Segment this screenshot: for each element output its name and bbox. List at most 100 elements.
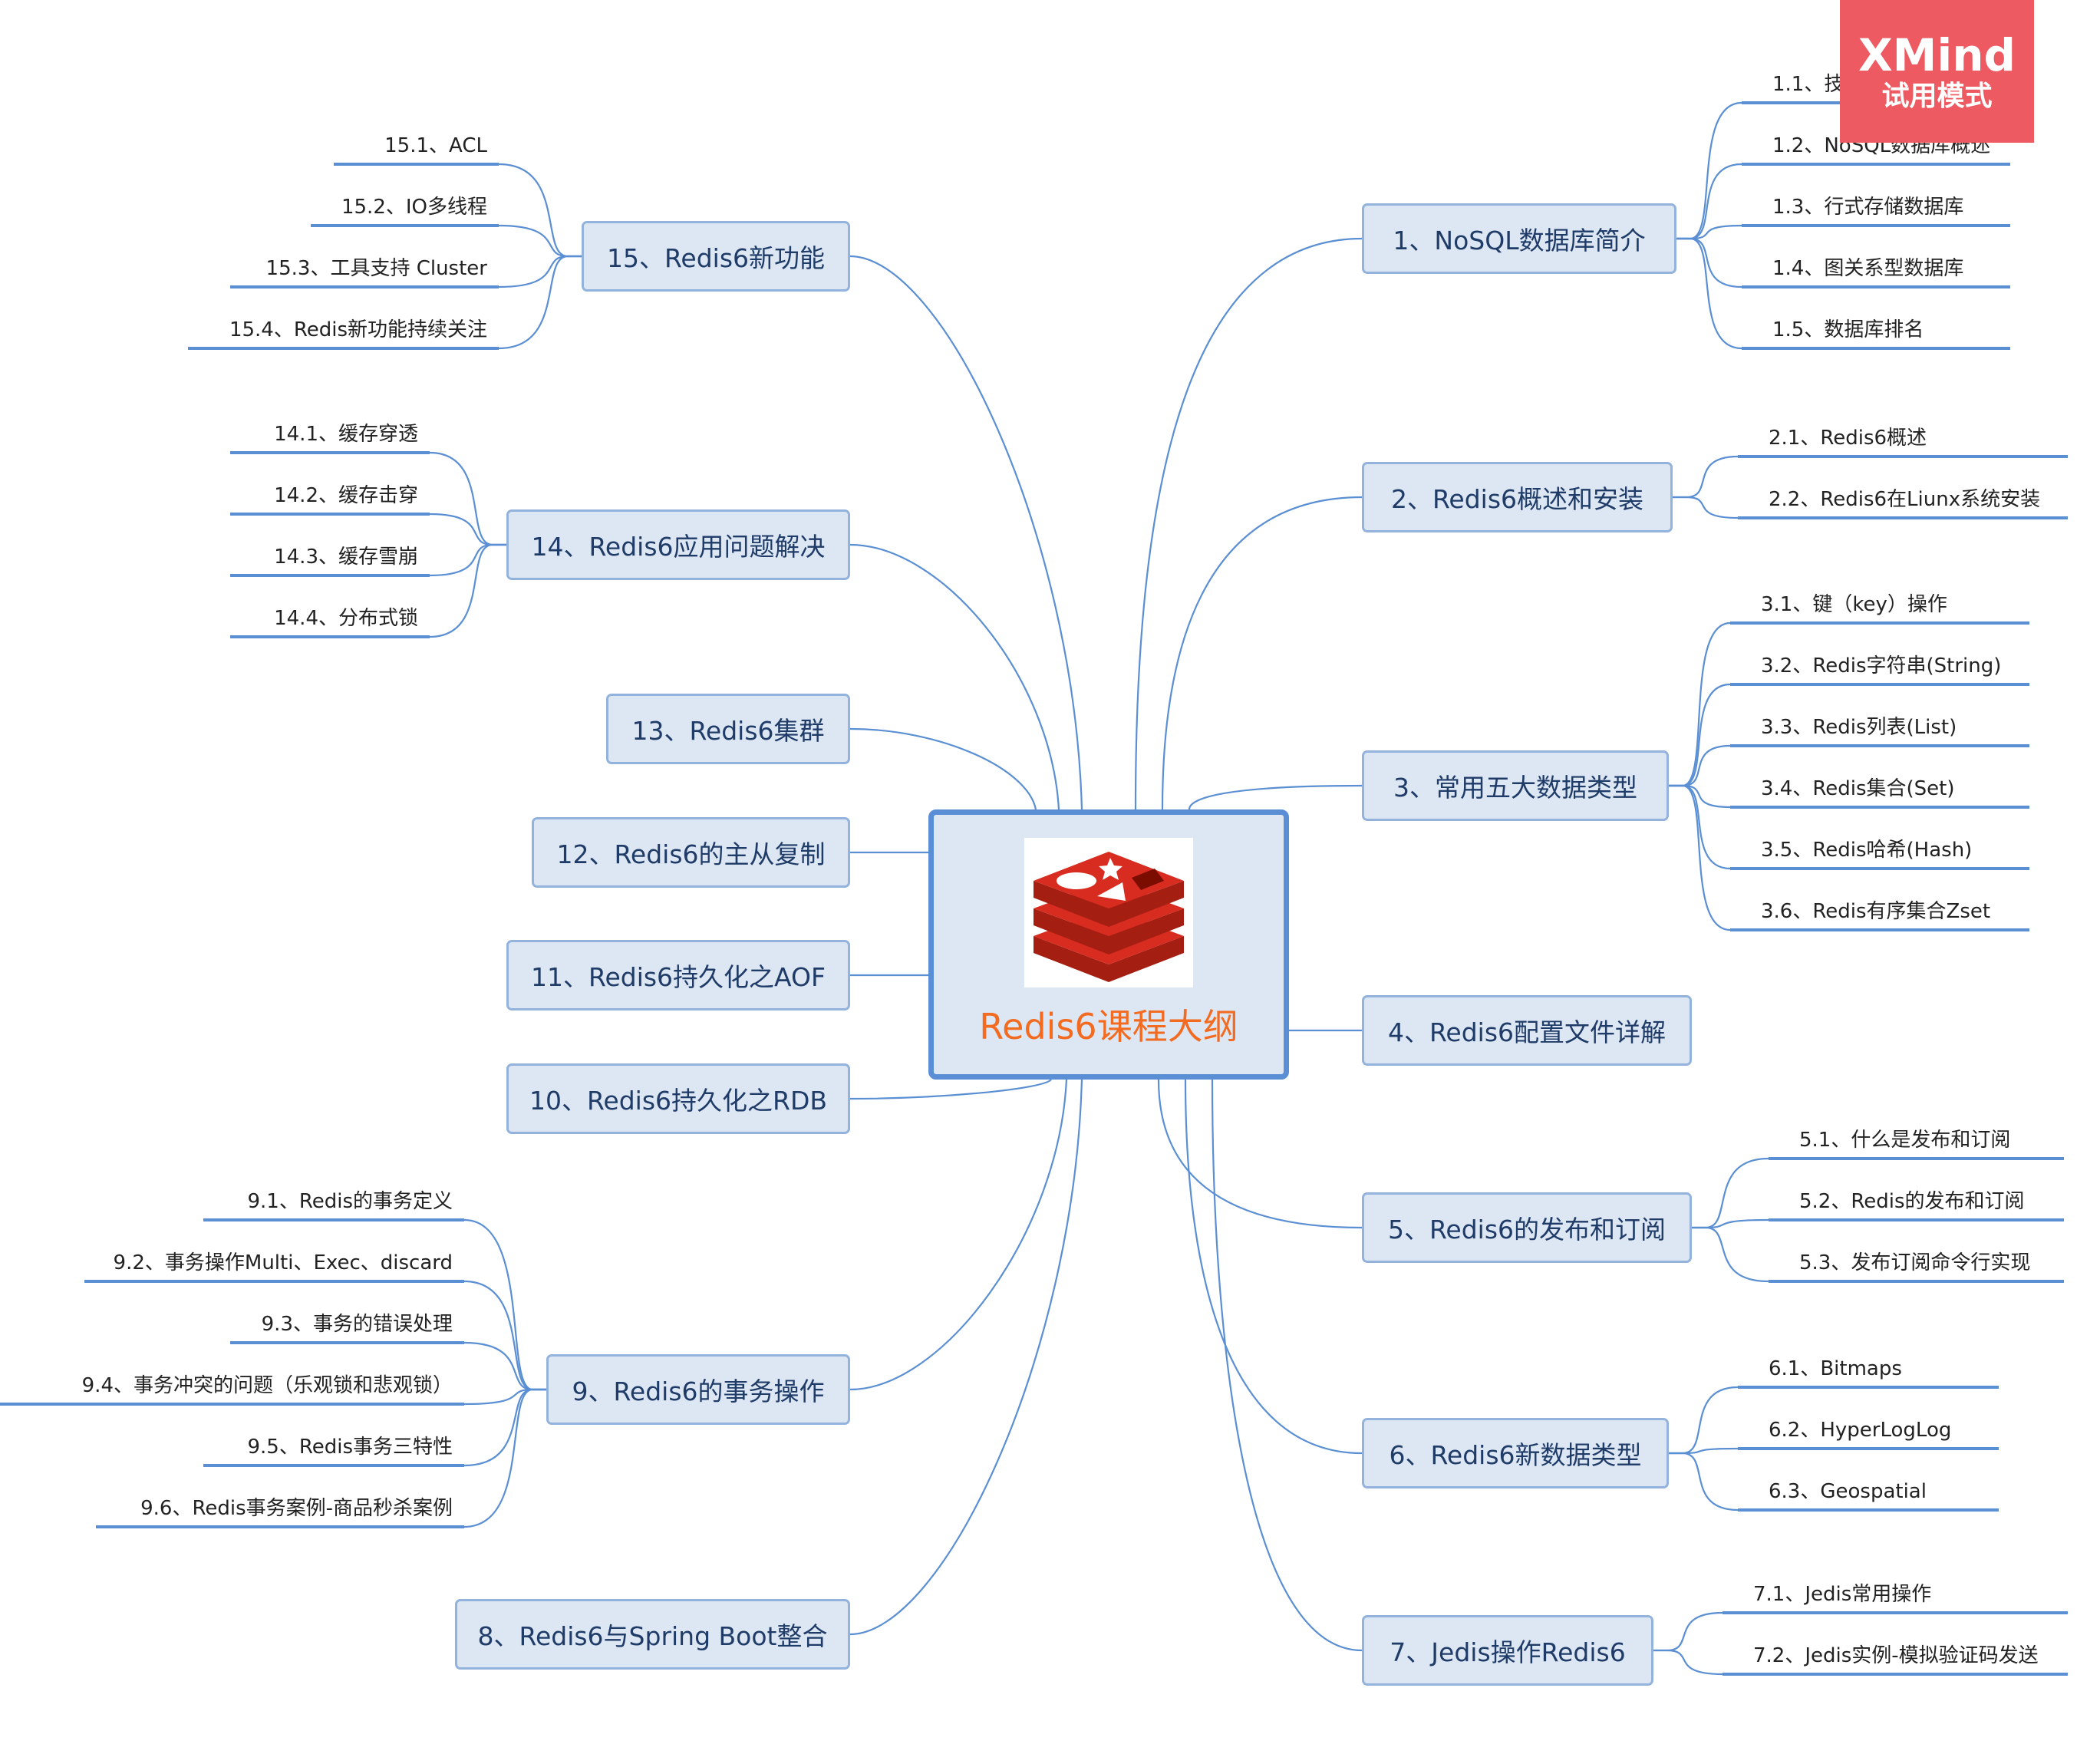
- connector-line: [429, 451, 506, 546]
- branch-topic-label: 6、Redis6新数据类型: [1389, 1440, 1642, 1470]
- branch-topic-label: 5、Redis6的发布和订阅: [1387, 1215, 1666, 1245]
- central-topic-title: Redis6课程大纲: [979, 1006, 1238, 1047]
- connector-line: [1676, 224, 1742, 240]
- subtopic-item[interactable]: 6.2、HyperLogLog: [1769, 1419, 1952, 1442]
- subtopic-item[interactable]: 9.1、Redis的事务定义: [247, 1190, 453, 1213]
- subtopic-item[interactable]: 14.1、缓存穿透: [274, 423, 418, 446]
- subtopic-item[interactable]: 9.4、事务冲突的问题（乐观锁和悲观锁）: [81, 1374, 453, 1397]
- branch-topic[interactable]: 3、常用五大数据类型: [1362, 750, 1669, 821]
- connector-line: [1669, 1386, 1739, 1455]
- subtopic-item[interactable]: 2.1、Redis6概述: [1769, 427, 1927, 450]
- subtopic-item[interactable]: 9.3、事务的错误处理: [261, 1313, 453, 1336]
- connector-line: [498, 224, 582, 258]
- connector-line: [849, 727, 1037, 810]
- branch-topic-label: 14、Redis6应用问题解决: [531, 532, 826, 562]
- branch-topic-label: 13、Redis6集群: [631, 716, 825, 746]
- subtopic-item[interactable]: 9.5、Redis事务三特性: [247, 1436, 453, 1459]
- branch-topic[interactable]: 9、Redis6的事务操作: [546, 1354, 850, 1425]
- branch-topic-label: 9、Redis6的事务操作: [572, 1376, 825, 1406]
- connector-line: [463, 1218, 546, 1391]
- connector-line: [1157, 1079, 1363, 1229]
- branch-topic[interactable]: 12、Redis6的主从复制: [532, 817, 850, 888]
- branch-topic[interactable]: 5、Redis6的发布和订阅: [1362, 1192, 1692, 1263]
- subtopic-item[interactable]: 3.5、Redis哈希(Hash): [1761, 839, 1973, 862]
- branch-topic[interactable]: 2、Redis6概述和安装: [1362, 462, 1673, 532]
- subtopic-item[interactable]: 5.3、发布订阅命令行实现: [1799, 1251, 2031, 1274]
- subtopic-item[interactable]: 5.2、Redis的发布和订阅: [1799, 1190, 2025, 1213]
- xmind-brand-text: XMind: [1858, 29, 2016, 81]
- xmind-mode-text: 试用模式: [1881, 81, 1993, 112]
- branch-topic-label: 11、Redis6持久化之AOF: [531, 962, 826, 992]
- connector-line: [1676, 163, 1742, 240]
- branch-topic[interactable]: 10、Redis6持久化之RDB: [506, 1063, 850, 1134]
- connector-line: [498, 163, 582, 258]
- branch-topic-label: 10、Redis6持久化之RDB: [529, 1086, 828, 1116]
- subtopic-item[interactable]: 15.2、IO多线程: [341, 196, 487, 219]
- branch-topic[interactable]: 6、Redis6新数据类型: [1362, 1418, 1669, 1488]
- subtopic-item[interactable]: 1.4、图关系型数据库: [1772, 257, 1964, 280]
- connector-line: [1692, 1157, 1769, 1229]
- subtopic-item[interactable]: 15.3、工具支持 Cluster: [265, 257, 487, 280]
- branch-topic-label: 2、Redis6概述和安装: [1390, 484, 1644, 514]
- connector-line: [463, 1388, 546, 1528]
- branch-topic-label: 15、Redis6新功能: [606, 243, 826, 273]
- connector-line: [463, 1341, 546, 1391]
- xmind-trial-watermark: XMind 试用模式: [1840, 0, 2034, 143]
- subtopic-item[interactable]: 1.3、行式存储数据库: [1772, 196, 1964, 219]
- connector-line: [498, 255, 582, 288]
- branch-topic[interactable]: 1、NoSQL数据库简介: [1362, 203, 1676, 274]
- connector-line: [1669, 784, 1731, 809]
- subtopic-item[interactable]: 7.1、Jedis常用操作: [1753, 1583, 1932, 1606]
- branch-topic-label: 1、NoSQL数据库简介: [1393, 226, 1646, 256]
- connector-line: [429, 543, 506, 638]
- subtopic-item[interactable]: 3.3、Redis列表(List): [1761, 716, 1957, 739]
- subtopic-item[interactable]: 9.2、事务操作Multi、Exec、discard: [113, 1251, 453, 1274]
- branch-topic[interactable]: 14、Redis6应用问题解决: [506, 509, 850, 580]
- connector-line: [1669, 744, 1731, 787]
- subtopic-item[interactable]: 3.4、Redis集合(Set): [1761, 777, 1955, 800]
- connector-line: [1653, 1611, 1723, 1652]
- connector-line: [849, 1079, 1052, 1100]
- subtopic-item[interactable]: 14.3、缓存雪崩: [274, 546, 418, 569]
- subtopic-item[interactable]: 7.2、Jedis实例-模拟验证码发送: [1753, 1644, 2039, 1667]
- connector-line: [429, 543, 506, 577]
- subtopic-item[interactable]: 14.2、缓存击穿: [274, 484, 418, 507]
- branch-topic-label: 7、Jedis操作Redis6: [1390, 1637, 1626, 1667]
- subtopic-item[interactable]: 1.5、数据库排名: [1772, 318, 1924, 341]
- subtopic-item[interactable]: 15.1、ACL: [384, 134, 487, 157]
- subtopic-item[interactable]: 2.2、Redis6在Liunx系统安装: [1769, 488, 2041, 511]
- subtopic-item[interactable]: 6.1、Bitmaps: [1769, 1357, 1902, 1380]
- branch-topic[interactable]: 15、Redis6新功能: [582, 221, 850, 292]
- subtopic-item[interactable]: 3.2、Redis字符串(String): [1761, 654, 2002, 677]
- subtopic-item[interactable]: 9.6、Redis事务案例-商品秒杀案例: [140, 1497, 453, 1520]
- connector-line: [1211, 1079, 1363, 1652]
- connector-line: [1669, 683, 1731, 787]
- branch-topic[interactable]: 4、Redis6配置文件详解: [1362, 995, 1692, 1066]
- connector-line: [1673, 455, 1739, 499]
- connector-line: [849, 255, 1083, 810]
- connector-line: [1134, 237, 1363, 810]
- subtopic-item[interactable]: 3.6、Redis有序集合Zset: [1761, 900, 1991, 923]
- subtopic-item[interactable]: 5.1、什么是发布和订阅: [1799, 1129, 2011, 1152]
- connector-line: [849, 543, 1060, 810]
- branch-topic[interactable]: 8、Redis6与Spring Boot整合: [455, 1599, 850, 1670]
- branch-topic-label: 12、Redis6的主从复制: [556, 839, 826, 869]
- connector-line: [849, 1079, 1083, 1636]
- connector-line: [498, 255, 582, 350]
- branch-topic-label: 4、Redis6配置文件详解: [1387, 1017, 1666, 1047]
- connector-line: [1676, 237, 1742, 288]
- subtopic-item[interactable]: 3.1、键（key）操作: [1761, 593, 1947, 616]
- branch-topic[interactable]: 13、Redis6集群: [606, 694, 850, 764]
- branch-topic[interactable]: 7、Jedis操作Redis6: [1362, 1615, 1653, 1686]
- central-topic[interactable]: Redis6课程大纲: [928, 809, 1289, 1080]
- connector-line: [1188, 784, 1363, 810]
- connector-line: [1669, 1452, 1739, 1512]
- subtopic-item[interactable]: 14.4、分布式锁: [274, 607, 418, 630]
- subtopic-item[interactable]: 6.3、Geospatial: [1769, 1480, 1927, 1503]
- branch-topic[interactable]: 11、Redis6持久化之AOF: [506, 940, 850, 1010]
- connector-line: [1653, 1649, 1723, 1676]
- branch-topic-label: 8、Redis6与Spring Boot整合: [477, 1621, 828, 1651]
- subtopic-item[interactable]: 15.4、Redis新功能持续关注: [229, 318, 487, 341]
- connector-line: [429, 513, 506, 546]
